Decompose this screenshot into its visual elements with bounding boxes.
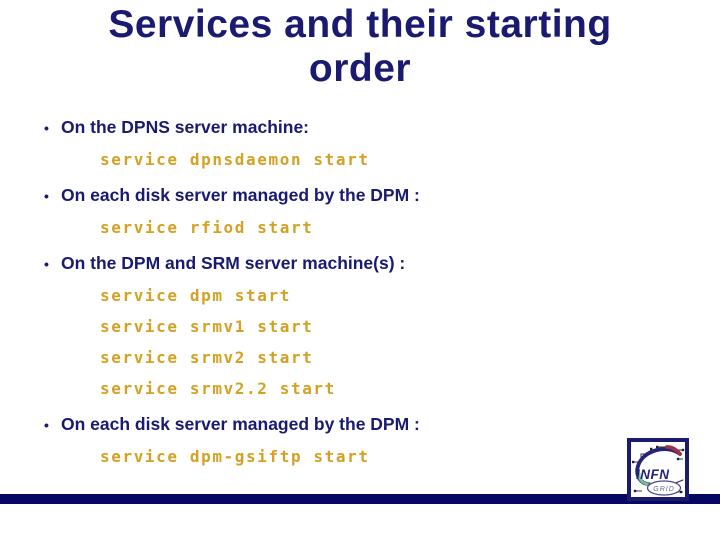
bullet-icon: • [44,120,49,136]
command-line: service dpnsdaemon start [100,150,370,169]
slide-title: Services and their starting order [108,3,612,90]
bullet-text: On each disk server managed by the DPM : [61,185,420,205]
bullet-icon: • [44,256,49,272]
command-line: service dpm start [100,286,291,305]
infn-grid-logo: INFN GRID [627,438,689,501]
command-line: service srmv2 start [100,348,314,367]
command-line: service srmv2.2 start [100,379,336,398]
bullet-item: • On the DPNS server machine: [44,117,720,138]
bullet-list: • On the DPNS server machine: service dp… [44,117,720,466]
slide: Services and their starting order • On t… [0,3,720,504]
bullet-section: • On the DPM and SRM server machine(s) :… [44,253,720,398]
bullet-text: On the DPM and SRM server machine(s) : [61,253,406,273]
command-line: service rfiod start [100,218,314,237]
bullet-icon: • [44,188,49,204]
bullet-section: • On the DPNS server machine: service dp… [44,117,720,169]
grid-wordmark: GRID [653,486,675,493]
bullet-section: • On each disk server managed by the DPM… [44,414,720,466]
bullet-text: On each disk server managed by the DPM : [61,414,420,434]
bullet-text: On the DPNS server machine: [61,117,309,137]
bullet-item: • On the DPM and SRM server machine(s) : [44,253,720,274]
bottom-bar [0,494,720,504]
command-line: service dpm-gsiftp start [100,447,370,466]
bullet-item: • On each disk server managed by the DPM… [44,414,720,435]
grid-oval [646,480,682,496]
infn-logo-icon: INFN GRID [632,445,685,496]
bullet-icon: • [44,417,49,433]
command-line: service srmv1 start [100,317,314,336]
infn-wordmark: INFN [636,467,670,482]
bullet-item: • On each disk server managed by the DPM… [44,185,720,206]
bullet-section: • On each disk server managed by the DPM… [44,185,720,237]
